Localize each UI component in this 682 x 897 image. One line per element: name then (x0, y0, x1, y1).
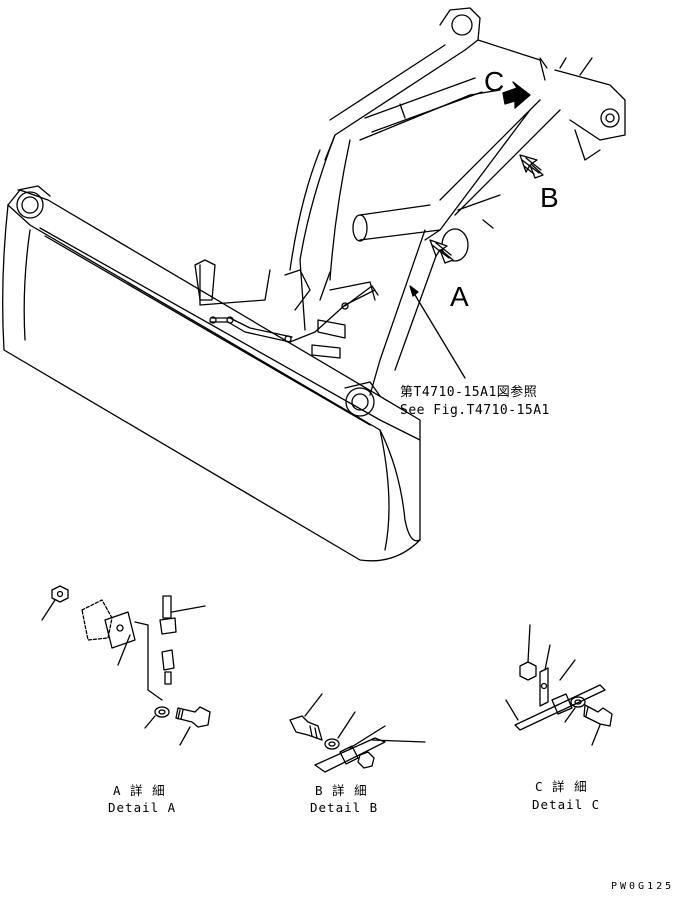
detail-a-caption-en: Detail A (108, 800, 177, 815)
callout-c-label: C (484, 66, 505, 97)
reference-note-en: See Fig.T4710-15A1 (400, 403, 550, 418)
detail-b-caption-jp: B 詳 細 (315, 783, 368, 798)
reference-note-jp: 第T4710-15A1図参照 (400, 385, 538, 400)
detail-a-parts (41, 585, 211, 746)
detail-c-caption-en: Detail C (532, 797, 601, 812)
detail-b-caption-en: Detail B (310, 800, 379, 815)
detail-a-caption-jp: A 詳 細 (113, 783, 166, 798)
callout-arrows (429, 81, 544, 264)
drawing-code: PW0G125 (611, 881, 675, 892)
reference-leader (409, 285, 466, 379)
detail-c-parts (505, 624, 613, 746)
callout-a-label: A (450, 281, 469, 312)
lift-frame (199, 7, 626, 396)
detail-c-caption-jp: C 詳 細 (535, 779, 588, 794)
detail-b-parts (289, 693, 426, 773)
dozer-blade (2, 185, 421, 562)
callout-b-label: B (540, 182, 559, 213)
wiring-harness (209, 285, 379, 343)
part-leaders-main (319, 57, 593, 301)
